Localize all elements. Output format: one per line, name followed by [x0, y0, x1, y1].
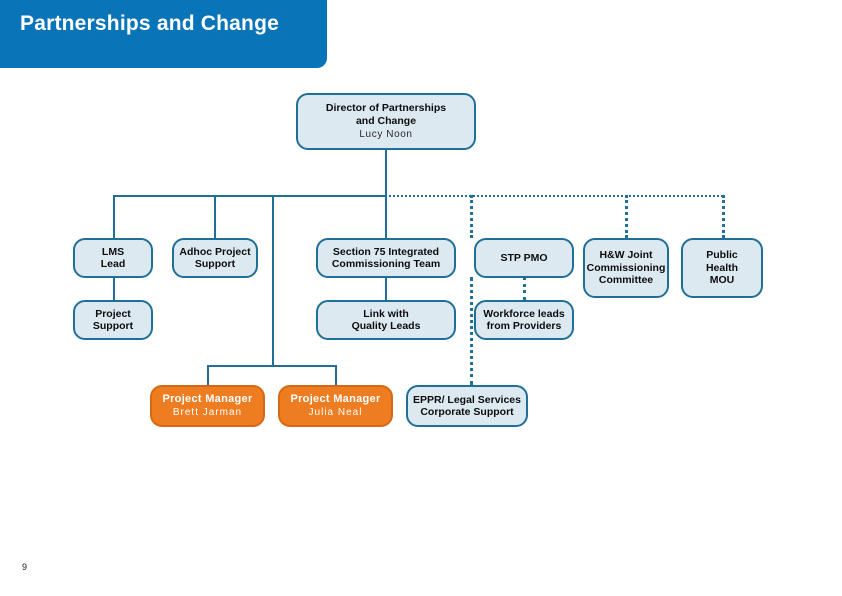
node-person-name: Julia Neal [308, 407, 363, 419]
connector-drop-lms-lead [113, 195, 115, 238]
connector-section75-to-link-quality [385, 277, 387, 300]
node-role-line: Project Manager [162, 392, 253, 405]
connector-main-bus-solid [113, 195, 386, 197]
node-role-line: Project [95, 307, 131, 320]
node-role-line: STP PMO [500, 251, 548, 264]
connector-main-bus-dotted [385, 195, 723, 197]
connector-drop-midstem [272, 195, 274, 365]
node-role-line: Section 75 Integrated [332, 245, 440, 258]
node-section-75-integrated-commissioning-team[interactable]: Section 75 Integrated Commissioning Team [316, 238, 456, 278]
node-role-line: EPPR/ Legal Services [413, 393, 521, 406]
node-director-of-partnerships-and-change[interactable]: Director of Partnerships and Change Lucy… [296, 93, 476, 150]
node-project-manager-julia-neal[interactable]: Project Manager Julia Neal [278, 385, 393, 427]
node-role-line: Support [92, 320, 134, 332]
node-adhoc-project-support[interactable]: Adhoc Project Support [172, 238, 258, 278]
node-role-line: H&W Joint [599, 249, 653, 262]
node-role-line: MOU [709, 274, 735, 287]
node-project-manager-brett-jarman[interactable]: Project Manager Brett Jarman [150, 385, 265, 427]
node-role-line: LMS [101, 245, 125, 258]
node-link-with-quality-leads[interactable]: Link with Quality Leads [316, 300, 456, 340]
connector-drop-pm-julia [335, 365, 337, 385]
node-role-line: Health [705, 261, 739, 274]
node-role-line: Lead [100, 258, 126, 270]
slide-title-bar: Partnerships and Change [0, 0, 327, 68]
connector-stp-to-workforce [523, 277, 526, 300]
node-workforce-leads-from-providers[interactable]: Workforce leads from Providers [474, 300, 574, 340]
connector-director-stem [385, 150, 387, 196]
node-hw-joint-commissioning-committee[interactable]: H&W Joint Commissioning Committee [583, 238, 669, 298]
connector-pm-bus [207, 365, 336, 367]
node-role-line: and Change [355, 114, 417, 127]
node-role-line: Project Manager [290, 392, 381, 405]
node-public-health-mou[interactable]: Public Health MOU [681, 238, 763, 298]
node-role-line: Link with [363, 307, 409, 320]
node-person-name: Lucy Noon [359, 128, 413, 140]
connector-drop-adhoc [214, 195, 216, 238]
node-project-support[interactable]: Project Support [73, 300, 153, 340]
node-role-line: Corporate Support [420, 406, 514, 418]
connector-drop-stp-pmo [470, 195, 473, 238]
node-stp-pmo[interactable]: STP PMO [474, 238, 574, 278]
node-role-line: Support [194, 258, 236, 270]
connector-drop-public-health [722, 195, 725, 238]
connector-lms-to-project-support [113, 277, 115, 300]
node-role-line: Commissioning Team [331, 258, 441, 270]
node-role-line: Director of Partnerships [325, 102, 447, 115]
node-role-line: Committee [598, 274, 654, 287]
node-lms-lead[interactable]: LMS Lead [73, 238, 153, 278]
page-title: Partnerships and Change [20, 12, 279, 35]
node-person-name: Brett Jarman [172, 407, 243, 419]
node-eppr-legal-services-corporate-support[interactable]: EPPR/ Legal Services Corporate Support [406, 385, 528, 427]
page-number: 9 [22, 562, 28, 572]
node-role-line: Workforce leads [483, 307, 565, 320]
node-role-line: Quality Leads [351, 320, 421, 332]
connector-stp-to-eppr [470, 277, 473, 385]
node-role-line: Commissioning [586, 261, 666, 274]
node-role-line: Public [706, 249, 738, 262]
connector-drop-hw-joint [625, 195, 628, 238]
connector-drop-pm-brett [207, 365, 209, 385]
connector-drop-section75 [385, 195, 387, 238]
node-role-line: Adhoc Project [179, 245, 251, 258]
node-role-line: from Providers [486, 320, 562, 332]
